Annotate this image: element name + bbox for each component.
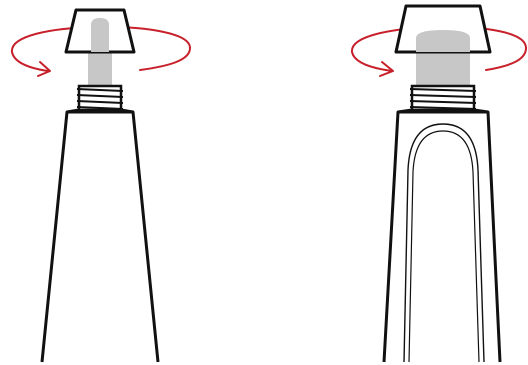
arrow-head-icon <box>37 61 51 77</box>
thread-icon <box>76 84 124 112</box>
rotation-arrow-tail <box>11 51 49 72</box>
arrow-head-icon-right <box>379 61 394 77</box>
rotation-arrow-icon-right <box>485 47 527 71</box>
inner-wall-icon <box>403 123 485 363</box>
tube-right <box>351 4 527 363</box>
nozzle-stem-right <box>416 52 470 86</box>
thread-icon-right <box>409 84 477 112</box>
rotation-arrow-tail-right <box>351 51 393 72</box>
tube-body-icon-right <box>382 108 502 363</box>
nozzle-stem <box>88 52 112 86</box>
tube-left <box>11 8 191 363</box>
rotation-arrow-icon <box>139 47 191 71</box>
tube-body-icon <box>40 108 160 363</box>
cap-icon <box>64 8 136 54</box>
cap-icon-right <box>394 4 492 54</box>
